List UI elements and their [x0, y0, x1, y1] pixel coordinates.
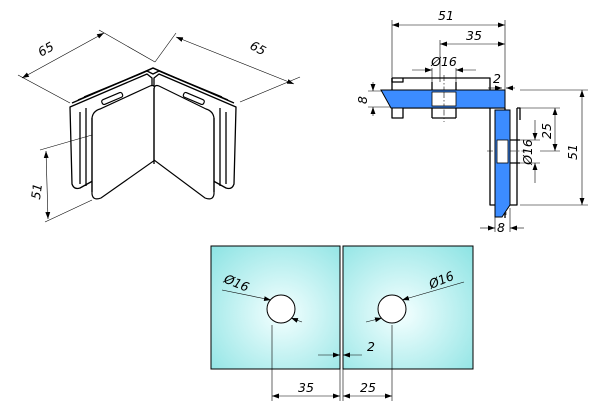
sec-dim-25-label: 25 — [539, 123, 554, 139]
section-view: 51 35 Ø16 2 8 — [355, 8, 588, 235]
glass-hole-right — [377, 294, 407, 324]
sec-dim-2: 2 — [488, 71, 515, 91]
glass-panels-view: Ø16 Ø16 2 35 25 — [210, 245, 474, 401]
iso-dim-65-left-label: 65 — [35, 39, 56, 60]
glass-dim-25-label: 25 — [360, 380, 376, 395]
sec-dim-dia16-top-label: Ø16 — [430, 54, 457, 69]
glass-panel-right — [342, 245, 474, 370]
sec-dim-51: 51 — [391, 8, 506, 92]
sec-dim-35: 35 — [439, 28, 505, 82]
sec-dim-8-left-label: 8 — [355, 96, 370, 104]
sec-dim-dia16-top: Ø16 — [412, 54, 476, 88]
sec-dim-8-bottom: 8 — [480, 208, 524, 235]
sec-dim-8-bottom-label: 8 — [497, 220, 505, 235]
sec-dim-dia16-side: Ø16 — [520, 120, 540, 183]
glass-dim-35: 35 — [271, 325, 341, 401]
iso-dim-51: 51 — [28, 134, 93, 223]
sec-dim-2-label: 2 — [493, 71, 501, 86]
isometric-view: 65 65 51 — [17, 29, 301, 223]
iso-dim-65-right-label: 65 — [248, 38, 269, 59]
glass-dim-2: 2 — [318, 339, 375, 358]
sec-dim-51-side: 51 — [520, 89, 588, 206]
sec-glass-vertical — [494, 109, 511, 218]
iso-dim-51-label: 51 — [28, 182, 45, 200]
sec-dim-35-label: 35 — [466, 28, 482, 43]
sec-dim-51-label: 51 — [438, 8, 454, 23]
iso-dim-65-left: 65 — [17, 29, 156, 104]
sec-dim-51-side-label: 51 — [565, 144, 580, 160]
glass-hole-left — [266, 294, 296, 324]
glass-dim-25: 25 — [342, 325, 393, 401]
iso-dim-65-right: 65 — [154, 32, 301, 103]
sec-dim-dia16-side-label: Ø16 — [520, 139, 535, 166]
sec-dim-25: 25 — [520, 107, 560, 152]
iso-glass-right — [153, 84, 215, 200]
glass-dim-35-label: 35 — [298, 380, 314, 395]
sec-glass-horizontal — [380, 89, 506, 109]
glass-dim-2-label: 2 — [367, 339, 375, 354]
